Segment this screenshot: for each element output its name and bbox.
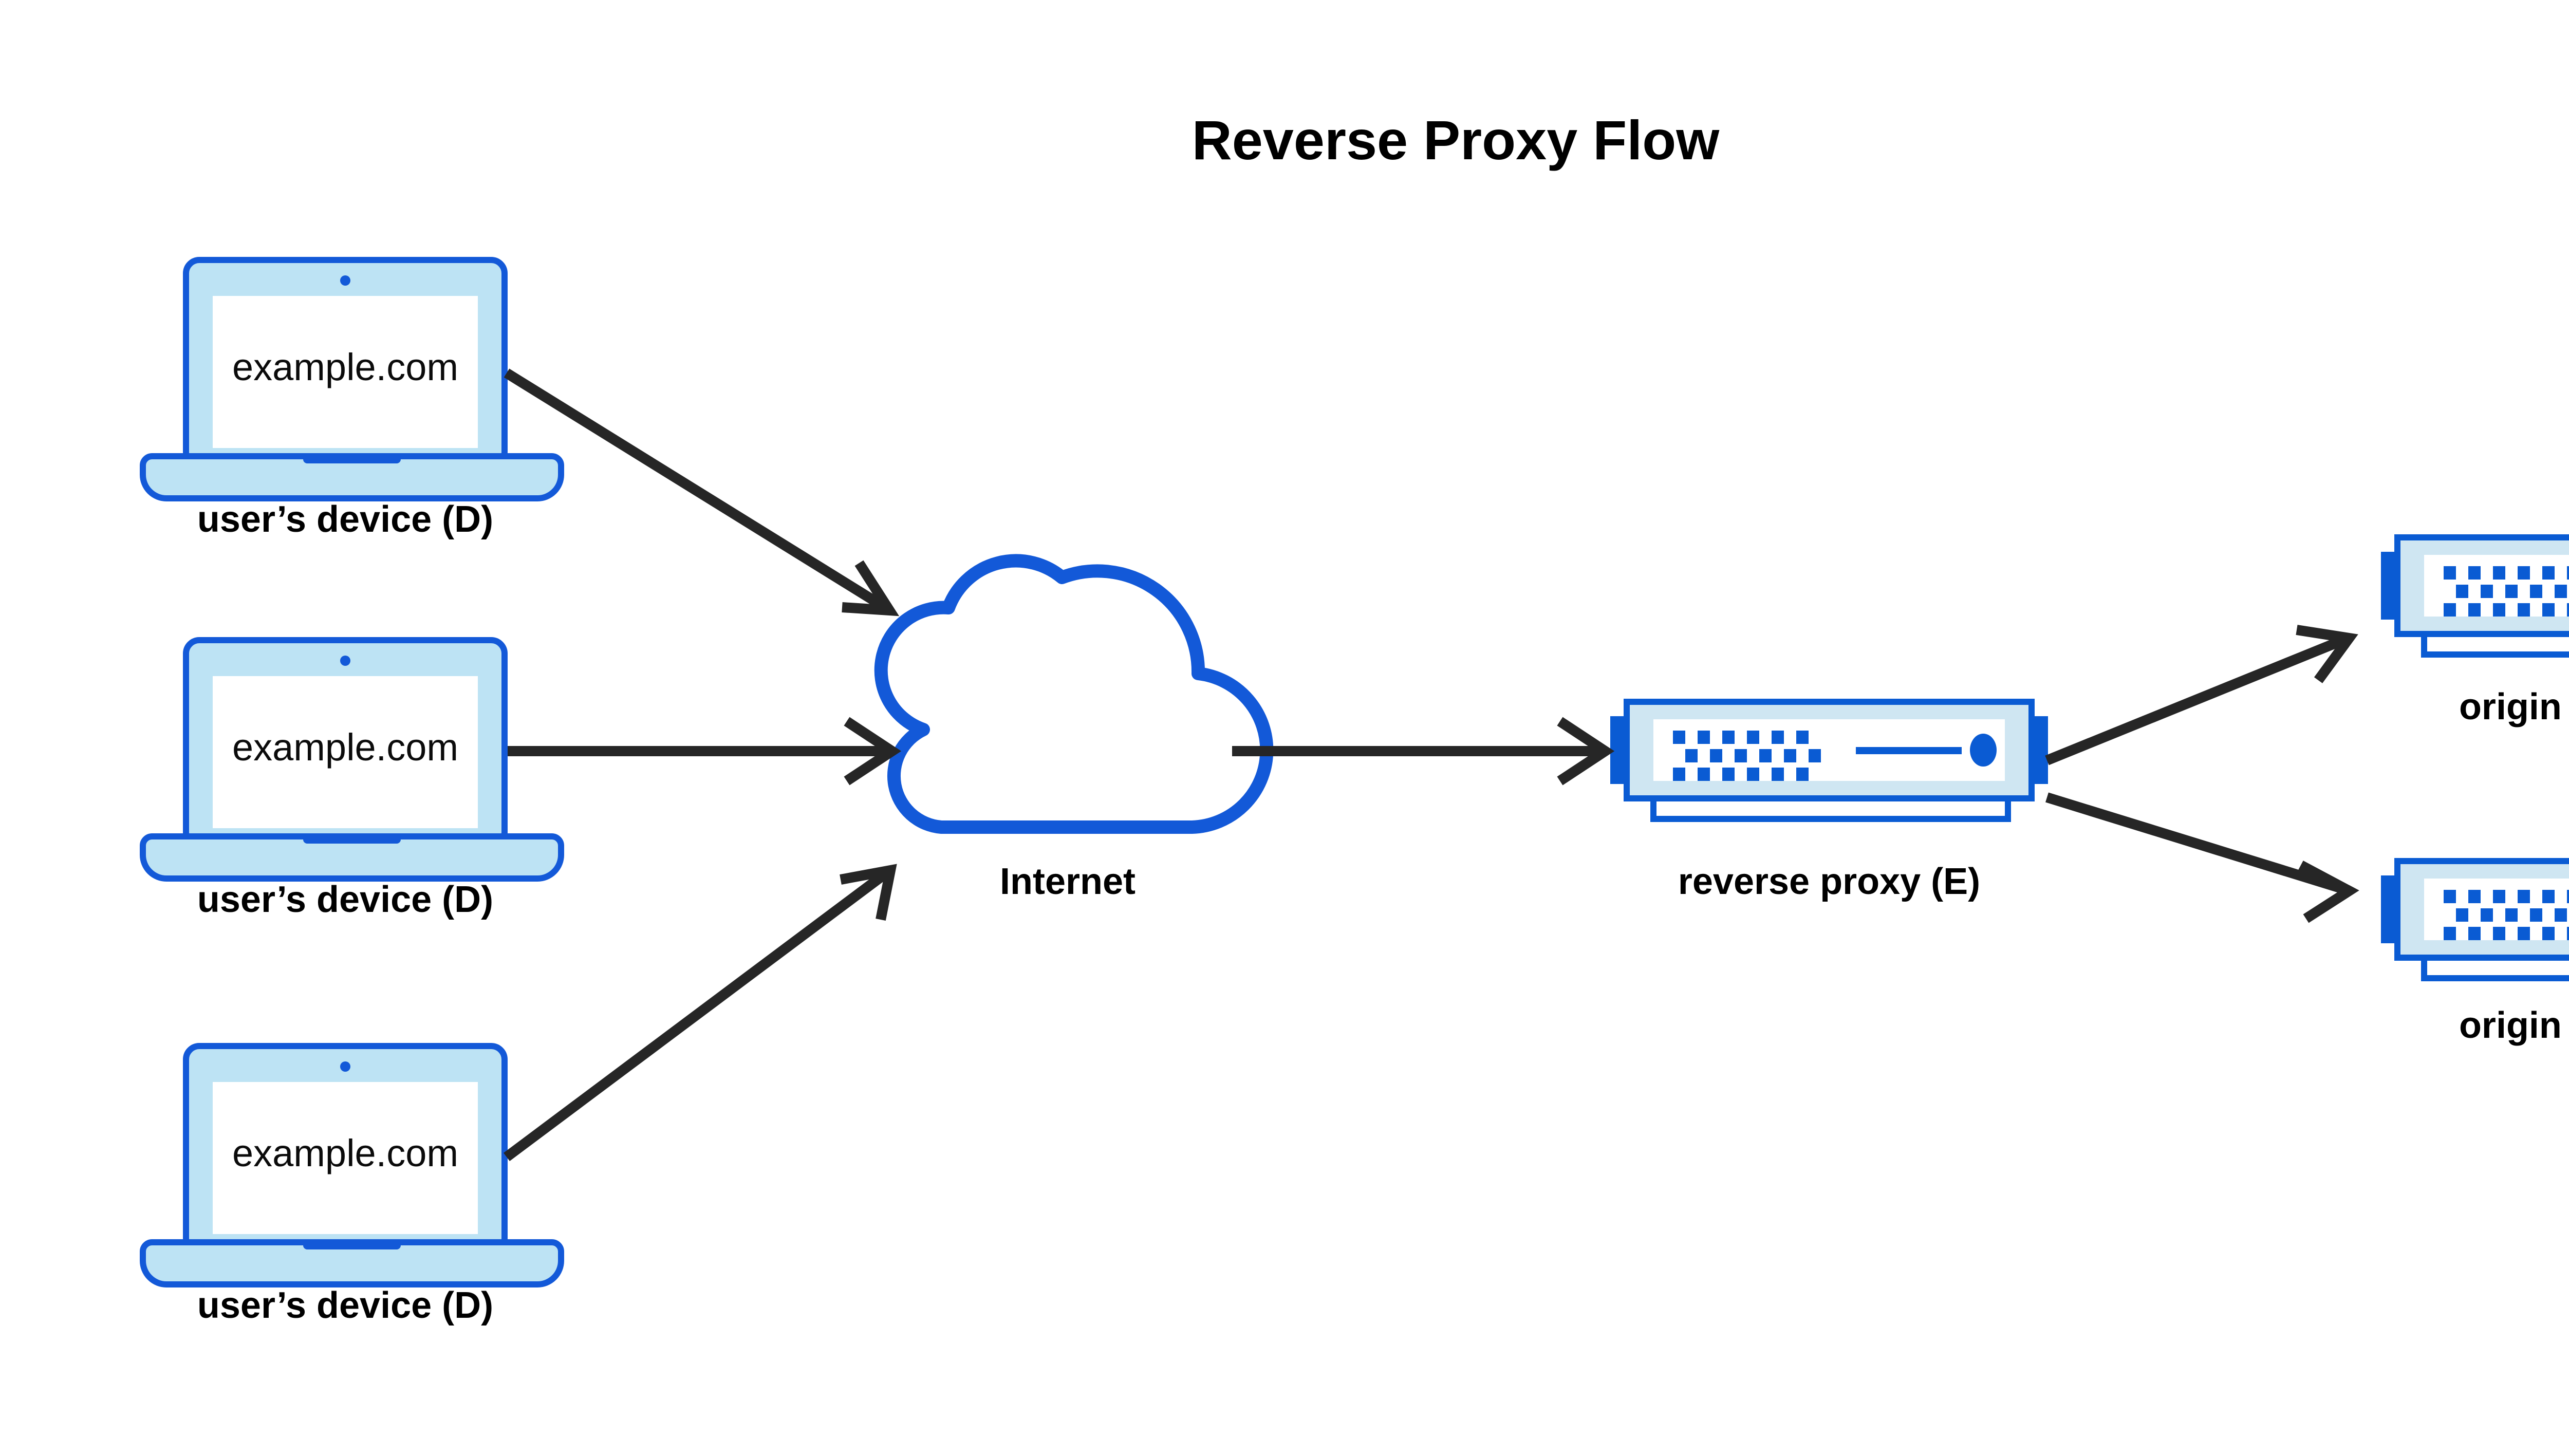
origin-server-node-2[interactable]: origin server (F) [2381,861,2569,1046]
client-label: user’s device (D) [197,499,493,540]
reverse-proxy-label: reverse proxy (E) [1678,861,1980,902]
laptop-base-icon [143,834,561,879]
client-node-1[interactable]: example.com user’s device (D) [143,260,561,540]
origin-server-node-1[interactable]: origin server (F) [2381,537,2569,727]
origin-server-label: origin server (F) [2459,1005,2569,1046]
reverse-proxy-node[interactable]: reverse proxy (E) [1610,702,2048,902]
internet-node[interactable]: Internet [874,554,1274,902]
edge-proxy-origin2 [2045,792,2359,923]
client-screen-url: example.com [232,346,458,388]
edge-client1-internet [504,368,900,617]
client-node-2[interactable]: example.com user’s device (D) [143,640,561,920]
page-title: Reverse Proxy Flow [1192,109,1720,171]
edge-internet-proxy [1232,717,1615,786]
client-label: user’s device (D) [197,1285,493,1326]
edge-proxy-origin1 [2045,625,2358,766]
client-screen-url: example.com [232,1132,458,1174]
server-icon [1610,702,2048,819]
server-icon [2381,537,2569,655]
edge-client3-internet [504,864,897,1162]
cloud-icon [874,554,1274,834]
server-icon [2381,861,2569,978]
client-node-3[interactable]: example.com user’s device (D) [143,1046,561,1326]
laptop-base-icon [143,454,561,498]
internet-label: Internet [1000,861,1135,902]
client-label: user’s device (D) [197,879,493,920]
laptop-base-icon [143,1240,561,1284]
origin-server-label: origin server (F) [2459,686,2569,727]
client-screen-url: example.com [232,726,458,769]
edge-client2-internet [508,717,902,786]
